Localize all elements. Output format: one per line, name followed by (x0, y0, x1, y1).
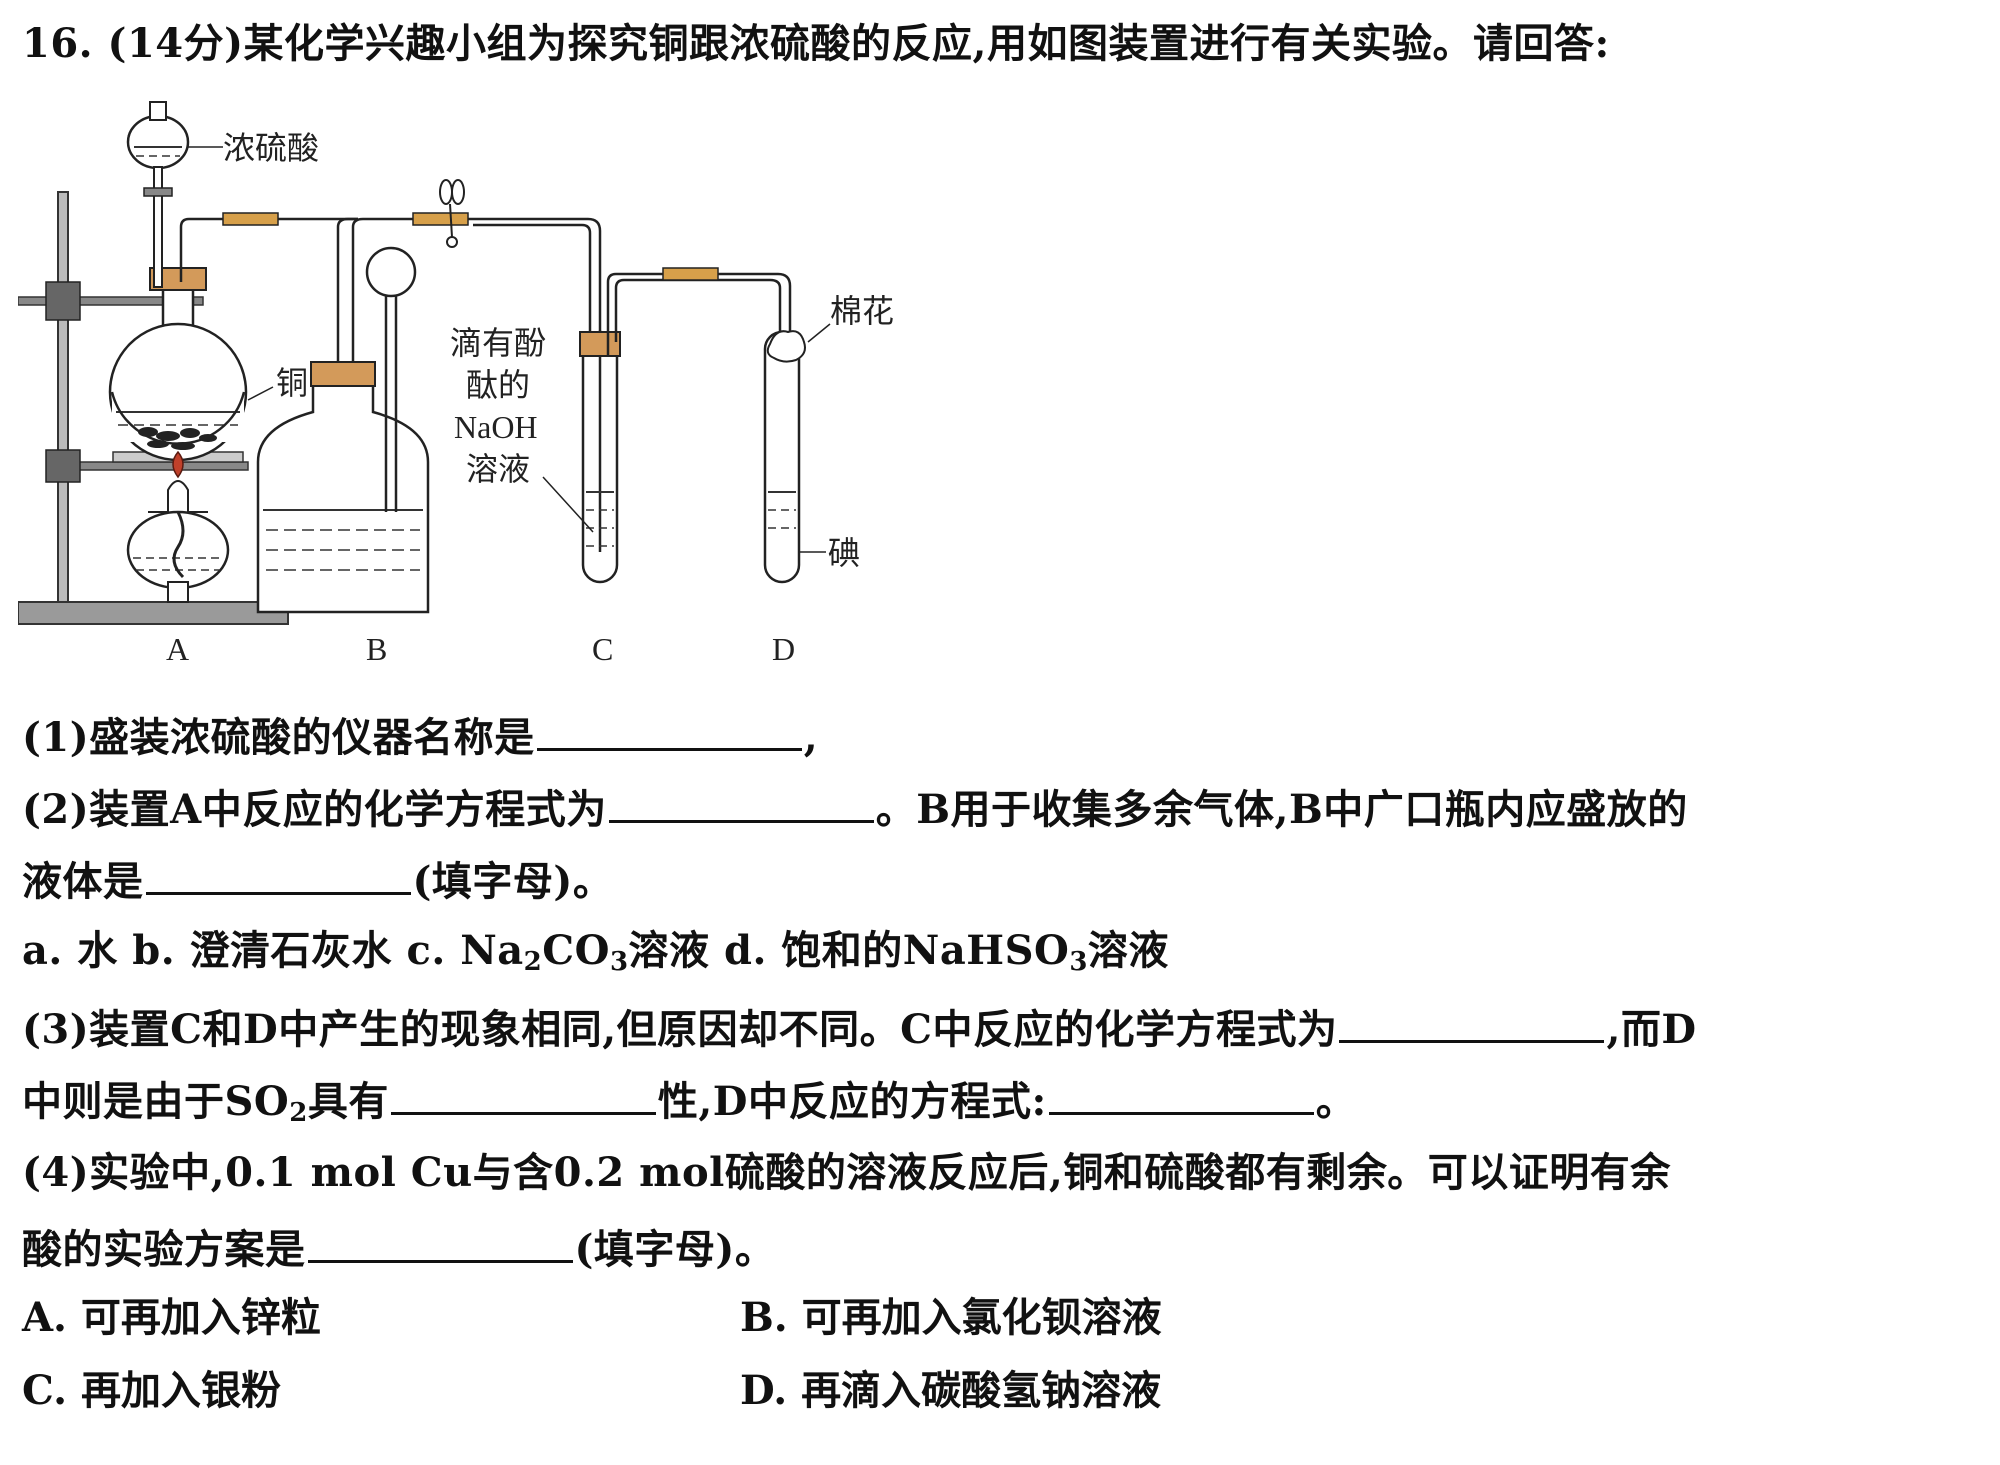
question-4-line-1: (4)实验中,0.1 mol Cu与含0.2 mol硫酸的溶液反应后,铜和硫酸都… (22, 1147, 1671, 1199)
funnel-stopcock (143, 187, 173, 197)
ring-holder (45, 449, 81, 483)
q2-part1: (2)装置A中反应的化学方程式为 (22, 786, 607, 833)
apparatus-label-a: A (166, 631, 189, 667)
answer-blank-3[interactable] (145, 852, 411, 895)
q3-part3-pre: 中则是由于SO (22, 1078, 290, 1125)
label-conc-acid: 浓硫酸 (223, 129, 319, 167)
stand-base (18, 601, 289, 625)
question-stem-text: 某化学兴趣小组为探究铜跟浓硫酸的反应,用如图装置进行有关实验。请回答: (243, 20, 1610, 67)
answer-blank-7[interactable] (307, 1220, 573, 1263)
apparatus-label-b: B (366, 631, 387, 667)
apparatus-label-c: C (592, 631, 613, 667)
apparatus-label-d: D (772, 631, 795, 667)
label-naoh-3: NaOH (454, 409, 538, 445)
question-points: (14分) (107, 20, 244, 67)
clamp-upper-holder (45, 281, 81, 321)
tube-c-stopper (579, 331, 621, 357)
ring-support (57, 461, 249, 471)
label-naoh-1: 滴有酚 (450, 324, 546, 362)
answer-blank-4[interactable] (1339, 1000, 1605, 1043)
answer-blank-1[interactable] (536, 708, 802, 751)
answer-blank-2[interactable] (608, 780, 874, 823)
q4-part2: 酸的实验方案是 (22, 1226, 306, 1273)
q3-part5: 。 (1315, 1078, 1357, 1125)
q2-part3: 液体是 (22, 858, 144, 905)
label-cotton: 棉花 (830, 292, 894, 330)
label-naoh-4: 溶液 (466, 450, 530, 488)
stand-rod (57, 191, 69, 603)
question-3-line-1: (3)装置C和D中产生的现象相同,但原因却不同。C中反应的化学方程式为 ,而D (22, 1000, 1697, 1056)
q2-option-d: d. 饱和的NaHSO3溶液 (723, 927, 1169, 977)
q3-part1: (3)装置C和D中产生的现象相同,但原因却不同。C中反应的化学方程式为 (22, 1006, 1338, 1053)
q3-part4: 性,D中反应的方程式: (657, 1078, 1047, 1125)
bottle-stopper (310, 361, 376, 387)
q4-part3: (填字母)。 (574, 1226, 776, 1273)
question-number: 16. (22, 20, 94, 67)
question-stem: 16. (14分)某化学兴趣小组为探究铜跟浓硫酸的反应,用如图装置进行有关实验。… (22, 18, 1610, 70)
q2-option-c: c. Na2CO3溶液 (406, 927, 710, 977)
question-2-line-2: 液体是 (填字母)。 (22, 852, 613, 908)
q4-part1: (4)实验中,0.1 mol Cu与含0.2 mol硫酸的溶液反应后,铜和硫酸都… (22, 1149, 1671, 1196)
question-4-line-2: 酸的实验方案是 (填字母)。 (22, 1220, 775, 1276)
label-copper: 铜 (276, 364, 308, 402)
q2-part2: 。B用于收集多余气体,B中广口瓶内应盛放的 (875, 786, 1688, 833)
rubber-tube-3 (662, 267, 719, 281)
q1-tail: , (803, 714, 819, 761)
q4-option-c: C. 再加入银粉 (22, 1367, 281, 1414)
label-iodine: 碘 (828, 534, 860, 572)
q2-option-a: a. 水 (22, 927, 118, 974)
q2-part4: (填字母)。 (412, 858, 614, 905)
q4-option-a: A. 可再加入锌粒 (22, 1294, 321, 1341)
apparatus-figure: 浓硫酸 铜 (18, 101, 894, 667)
cotton-plug (766, 330, 806, 363)
q1-text: (1)盛装浓硫酸的仪器名称是 (22, 714, 535, 761)
flask-stopper (149, 267, 207, 291)
question-1: (1)盛装浓硫酸的仪器名称是, (22, 708, 818, 764)
clamp-upper (18, 296, 204, 306)
question-3-line-2: 中则是由于SO2具有 性,D中反应的方程式: 。 (22, 1072, 1356, 1139)
answer-blank-5[interactable] (390, 1072, 656, 1115)
alcohol-lamp (126, 450, 230, 603)
separatory-funnel (126, 114, 190, 170)
wide-mouth-bottle (256, 380, 430, 614)
q3-part2: ,而D (1606, 1006, 1697, 1053)
label-naoh-2: 酞的 (466, 366, 530, 404)
test-tube-d (763, 330, 801, 584)
copper-pieces (138, 427, 217, 450)
q3-part3-post: 具有 (307, 1078, 389, 1125)
rubber-tube-2 (412, 212, 469, 226)
q4-option-d: D. 再滴入碳酸氢钠溶液 (740, 1367, 1162, 1414)
pinch-clamp (439, 179, 465, 248)
question-2-options: a. 水 b. 澄清石灰水 c. Na2CO3溶液 d. 饱和的NaHSO3溶液 (22, 925, 1169, 988)
question-2-line-1: (2)装置A中反应的化学方程式为 。B用于收集多余气体,B中广口瓶内应盛放的 (22, 780, 1688, 836)
q2-option-b: b. 澄清石灰水 (132, 927, 393, 974)
answer-blank-6[interactable] (1048, 1072, 1314, 1115)
q4-option-b: B. 可再加入氯化钡溶液 (740, 1294, 1162, 1341)
rubber-tube-1 (222, 212, 279, 226)
q3-part3-sub: 2 (289, 1098, 308, 1128)
